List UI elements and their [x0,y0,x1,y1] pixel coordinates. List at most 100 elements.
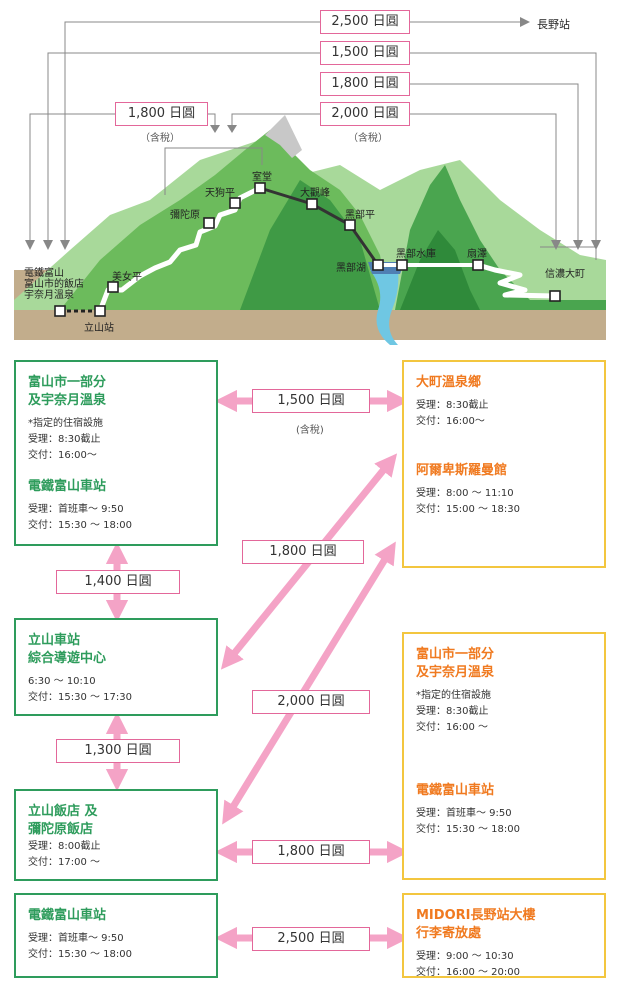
station-marker-kurobedaira [344,219,356,231]
arrowhead-3 [60,240,70,250]
card-line: 受理：首班車～ 9:50 [28,504,124,515]
route-map [14,17,606,345]
card-right-midori-nagano: MIDORI長野站大樓 行李寄放處 受理：9:00 ～ 10:30 交付：16:… [402,893,606,978]
station-marker-kurobeko [372,259,384,271]
station-marker-midagahara [203,217,215,229]
destination-nagano: 長野站 [537,18,570,31]
card-title: 富山市一部分 及宇奈月溫泉 [416,647,495,680]
arrow-diag-2000 [222,541,396,825]
arrowhead-6 [591,240,601,250]
arrowhead-8 [227,125,237,133]
arrowhead-2 [43,240,53,250]
card-title: 電鐵富山車站 [28,479,107,494]
card-line: 受理：9:00 ～ 10:30 [416,951,514,962]
station-label-daikanbo: 大觀峰 [300,188,330,199]
station-marker-bijodaira [107,281,119,293]
connector-price-1300: 1,300 日圓 [56,739,180,763]
connector-price-1400: 1,400 日圓 [56,570,180,594]
tax-note-right: （含稅） [348,133,388,144]
station-label-kurobeko: 黑部湖 [336,263,366,274]
station-label-tengudaira: 天狗平 [205,188,235,199]
station-marker-murodo [254,182,266,194]
station-label-shinano: 信濃大町 [545,269,585,280]
card-left-dentetsu-toyama: 電鐵富山車站 受理：首班車～ 9:50 交付：15:30 ～ 18:00 [14,893,218,978]
station-label-kurobedaira: 黑部平 [345,210,375,221]
card-title: 電鐵富山車站 [416,783,495,798]
card-line: 交付：15:30 ～ 18:00 [28,520,132,531]
card-line: 受理：8:30截止 [28,434,101,445]
arrowhead-7 [210,125,220,133]
bracket-2500 [64,21,520,240]
card-line: 受理：8:00截止 [28,841,101,852]
card-right-toyama: 富山市一部分 及宇奈月溫泉 *指定的住宿設施 受理：8:30截止 交付：16:0… [402,632,606,880]
station-marker-dentetsu [54,305,66,317]
station-label-dentetsu: 電鐵富山 富山市的飯店 宇奈月溫泉 [24,268,84,301]
station-marker-tateyama [94,305,106,317]
card-line: 交付：16:00 ～ [416,722,488,733]
card-title: 大町溫泉鄉 [416,375,482,390]
card-note: *指定的住宿設施 [416,690,491,701]
card-line: 交付：15:30 ～ 18:00 [416,824,520,835]
card-line: 6:30 ～ 10:10 [28,676,96,687]
card-line: 受理：首班車～ 9:50 [416,808,512,819]
card-line: 交付：15:30 ～ 18:00 [28,949,132,960]
price-2500: 2,500 日圓 [320,10,410,34]
arrowhead-4 [551,240,561,250]
card-line: 受理：首班車～ 9:50 [28,933,124,944]
route-bus-1 [97,185,262,312]
card-title: MIDORI長野站大樓 行李寄放處 [416,908,536,941]
card-title: 電鐵富山車站 [28,908,107,923]
price-1800-left: 1,800 日圓 [115,102,208,126]
tax-note-left: （含稅） [140,133,180,144]
bracket-inner [164,147,263,195]
station-marker-kurobedam [396,259,408,271]
connector-price-1800-row: 1,800 日圓 [252,840,370,864]
bracket-2000 [231,113,557,240]
station-label-kurobedam: 黑部水庫 [396,249,436,260]
card-title: 阿爾卑斯羅曼館 [416,463,508,478]
station-label-midagahara: 彌陀原 [170,210,200,221]
bracket-1800l [29,113,216,240]
card-line: 交付：16:00～ [28,450,97,461]
card-left-tateyama-station: 立山車站 綜合導遊中心 6:30 ～ 10:10 交付：15:30 ～ 17:3… [14,618,218,716]
station-marker-shinano [549,290,561,302]
bracket-1500 [47,52,597,240]
card-line: 受理：8:00 ～ 11:10 [416,488,514,499]
station-marker-daikanbo [306,198,318,210]
mountain-right-2 [400,230,480,310]
river [370,270,399,345]
card-line: 受理：8:30截止 [416,400,489,411]
card-line: 受理：8:30截止 [416,706,489,717]
card-line: 交付：17:00 ～ [28,857,100,868]
card-line: 交付：15:30 ～ 17:30 [28,692,132,703]
price-1500: 1,500 日圓 [320,41,410,65]
arrowhead-5 [573,240,583,250]
connector-tax-note: (含稅) [296,425,324,436]
card-left-tateyama-hotels: 立山飯店 及 彌陀原飯店 受理：8:00截止 交付：17:00 ～ [14,789,218,881]
station-label-tateyama: 立山站 [84,323,114,334]
station-label-bijodaira: 美女平 [112,272,142,283]
card-note: *指定的住宿設施 [28,418,103,429]
connector-price-1800-diag: 1,800 日圓 [242,540,364,564]
card-line: 交付：15:00 ～ 18:30 [416,504,520,515]
price-2000: 2,000 日圓 [320,102,410,126]
route-ropeway [259,186,380,266]
connector-price-2500-row: 2,500 日圓 [252,927,370,951]
station-marker-tengudaira [229,197,241,209]
arrowhead-1 [25,240,35,250]
route-bus-right [477,262,556,299]
card-title: 立山飯店 及 彌陀原飯店 [28,804,98,837]
price-1800-right: 1,800 日圓 [320,72,410,96]
card-right-omachi: 大町溫泉鄉 受理：8:30截止 交付：16:00～ 阿爾卑斯羅曼館 受理：8:0… [402,360,606,568]
station-label-murodo: 室堂 [252,172,272,183]
connector-price-1500: 1,500 日圓 [252,389,370,413]
station-label-ogizawa: 扇澤 [467,249,487,260]
mountain-peak [265,115,302,158]
card-left-toyama-hotels: 富山市一部分 及宇奈月溫泉 *指定的住宿設施 受理：8:30截止 交付：16:0… [14,360,218,546]
card-line: 交付：16:00～ [416,416,485,427]
connector-price-2000-diag: 2,000 日圓 [252,690,370,714]
arrowhead-nagano [520,17,530,27]
card-line: 交付：16:00 ～ 20:00 [416,967,520,978]
card-title: 立山車站 綜合導遊中心 [28,633,107,666]
card-title: 富山市一部分 及宇奈月溫泉 [28,375,107,408]
